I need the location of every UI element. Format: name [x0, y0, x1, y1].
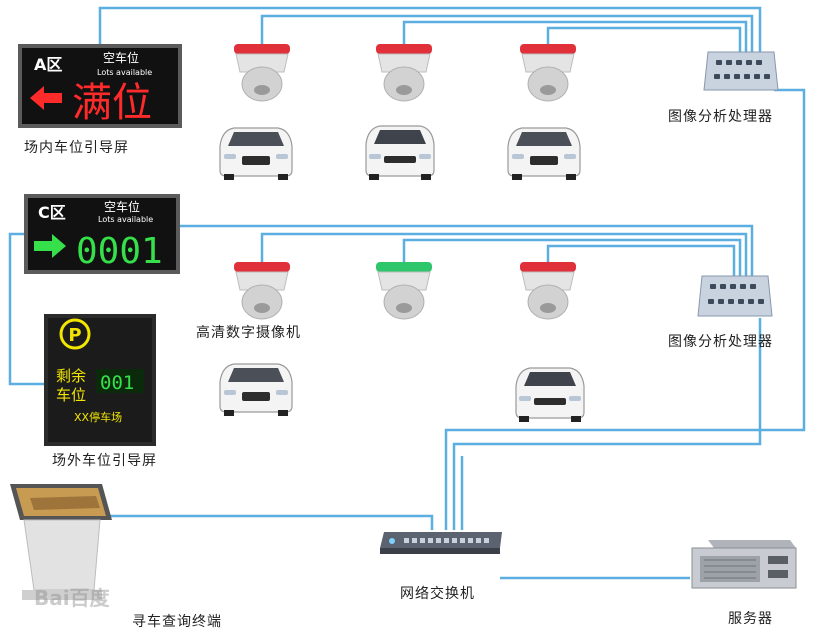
zone-a-sub: Lots available: [97, 68, 152, 77]
car-4: [219, 363, 293, 416]
link-processor-1-to-switch: [444, 88, 806, 530]
zone-a-label: A区: [34, 55, 62, 74]
right-arrow-icon: [34, 234, 66, 258]
label-server: 服务器: [728, 611, 773, 627]
query-terminal: [10, 484, 112, 600]
network-links: [8, 6, 806, 580]
server: [691, 540, 797, 589]
label-processor-1: 图像分析处理器: [668, 109, 773, 125]
label-switch: 网络交换机: [400, 586, 475, 602]
image-processor-2: [697, 275, 773, 317]
link-processor-2-to-switch: [452, 318, 762, 530]
label-camera: 高清数字摄像机: [196, 325, 301, 341]
car-1: [219, 127, 293, 180]
camera-5: [376, 262, 432, 320]
link-a-screen-to-processor-1: [98, 6, 762, 52]
svg-text:P: P: [68, 325, 81, 346]
car-5: [515, 367, 585, 422]
image-processor-1: [703, 51, 779, 91]
camera-2: [376, 44, 432, 102]
label-inner-screen: 场内车位引导屏: [24, 140, 129, 156]
outdoor-count: 001: [100, 372, 134, 394]
link-cam-5-to-processor-2: [402, 238, 742, 276]
link-terminal-to-switch: [104, 514, 434, 530]
car-2: [365, 125, 435, 180]
zone-c-value: 0001: [76, 231, 163, 272]
camera-3: [520, 44, 576, 102]
outdoor-guidance-screen: P 剩余 车位 001 XX停车场: [44, 314, 156, 446]
camera-6: [520, 262, 576, 320]
zone-c-header: 空车位: [104, 199, 140, 214]
zone-c-guidance-screen: C区 空车位 Lots available 0001: [24, 194, 180, 274]
label-outer-screen: 场外车位引导屏: [52, 453, 157, 469]
link-cam-3-to-processor-1: [546, 26, 742, 52]
car-3: [507, 127, 581, 180]
link-cam-1-to-processor-1: [260, 14, 754, 52]
baidu-watermark: Bai百度: [34, 586, 110, 610]
link-c-screen-to-outdoor-screen: [8, 232, 44, 386]
link-cam-2-to-processor-1: [402, 20, 748, 52]
parking-icon: P: [59, 318, 91, 350]
outdoor-lot-name: XX停车场: [74, 410, 122, 424]
zone-c-label: C区: [38, 203, 66, 222]
label-processor-2: 图像分析处理器: [668, 334, 773, 350]
outdoor-row1: 剩余: [56, 367, 86, 385]
link-c-screen-to-processor-2: [180, 224, 754, 276]
zone-a-value: 满位: [72, 80, 152, 126]
camera-4: [234, 262, 290, 320]
link-cam-4-to-processor-2: [260, 232, 748, 276]
zone-a-header: 空车位: [103, 50, 139, 65]
link-cam-6-to-processor-2: [546, 244, 736, 276]
left-arrow-icon: [30, 86, 62, 110]
zone-a-guidance-screen: A区 空车位 Lots available 满位: [18, 44, 182, 128]
zone-c-sub: Lots available: [98, 215, 153, 224]
camera-1: [234, 44, 290, 102]
network-switch: [380, 532, 502, 554]
label-terminal: 寻车查询终端: [132, 614, 222, 630]
outdoor-row2: 车位: [56, 386, 86, 404]
